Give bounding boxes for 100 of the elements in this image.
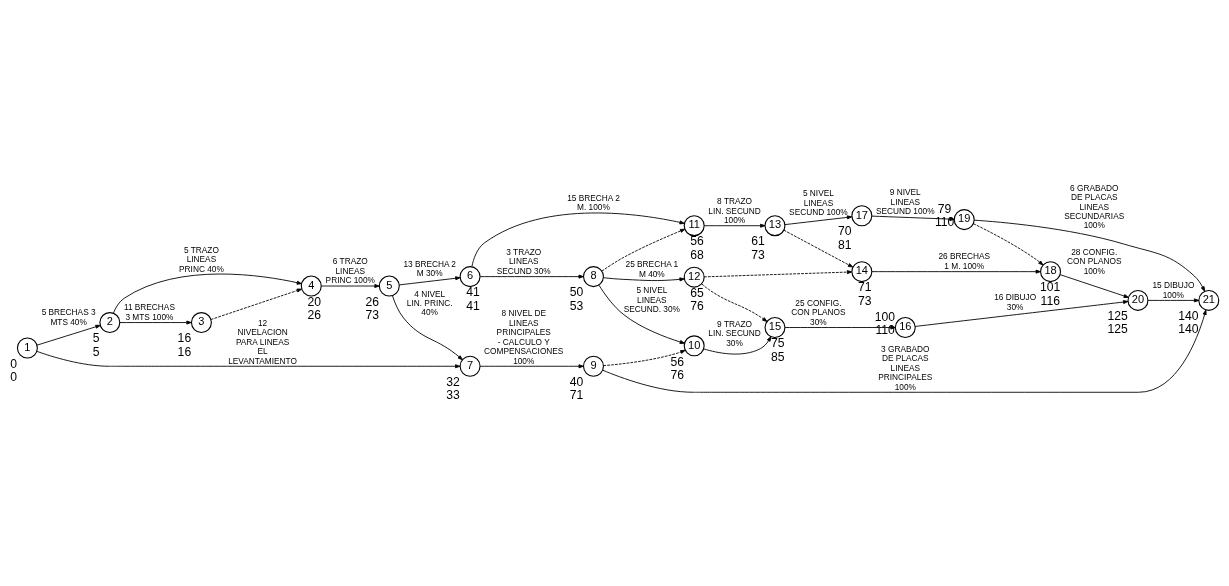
node-label: 85 [771,349,785,364]
node-label: 110 [934,214,955,229]
arrow [914,299,1129,327]
arrow [36,324,101,346]
node-label: 16 [177,330,192,345]
arrow [703,269,853,277]
arrow [119,320,192,325]
node-label: 32 [446,374,460,389]
node-circle: 2 [99,311,121,333]
edge-label: 3 TRAZO LINEAS SECUND 30% [496,246,551,276]
node-label: 0 [10,356,18,371]
node-label: 41 [466,284,480,299]
node-label: 81 [838,237,852,252]
node-circle: 9 [582,355,604,377]
arrow [973,222,1044,265]
edge-label: 15 DIBUJO 100% [1152,279,1195,300]
arrow [320,283,380,288]
node-label: 101 [1040,279,1061,294]
edge-label: 3 GRABADO DE PLACAS LINEAS PRINCIPALES 100% [878,343,933,392]
node-label: 140 [1178,308,1199,323]
node-label: 40 [569,374,584,389]
edge-label: 6 TRAZO LINEAS PRINC 100% [325,255,375,285]
arrow [784,214,853,225]
node-label: 56 [690,233,704,248]
node-circle: 6 [459,265,481,287]
node-circle: 21 [1198,289,1220,311]
arrow [391,294,463,360]
node-label: 61 [751,233,765,248]
arrow [784,325,896,330]
node-label: 76 [670,367,684,382]
node-label: 125 [1107,308,1128,323]
node-circle: 11 [683,214,705,236]
arrow [1059,273,1129,298]
node-label: 53 [569,298,584,313]
node-label: 76 [690,298,704,313]
edge-label: 5 BRECHAS 3 MTS 40% [41,306,96,327]
edge-label: 5 TRAZO LINEAS PRINC 40% [179,244,224,274]
node-circle: 16 [894,316,916,338]
node-label: 73 [751,247,765,262]
node-label: 33 [446,387,460,402]
arrow [603,276,685,281]
node-circle: 4 [300,275,322,297]
arrow [598,284,685,344]
edge-label: 26 BRECHAS 1 M. 100% [938,250,991,271]
edge-label: 13 BRECHA 2 M 30% [403,258,456,278]
arrow [398,275,461,285]
node-label: 70 [838,223,852,238]
edge-label: 8 NIVEL DE LINEAS PRINCIPALES - CALCULO Y COMPENSACIONES 100% [484,307,564,365]
node-circle: 13 [764,214,786,236]
arrow [871,269,1041,274]
node-label: 50 [569,284,584,299]
edge-label: 28 CONFIG. CON PLANOS 100% [1067,246,1122,276]
node-label: 5 [92,344,100,359]
node-label: 26 [307,307,321,322]
node-label: 0 [10,369,18,384]
arrow [703,223,766,228]
arrow [783,229,854,267]
node-circle: 19 [953,208,975,230]
arrow [479,274,584,279]
arrow [210,288,302,320]
node-label: 116 [1040,293,1060,308]
edge-label: 5 NIVEL LINEAS SECUND. 30% [623,284,680,314]
node-label: 16 [177,344,192,359]
arrow [701,282,768,322]
arrow [603,349,686,366]
arrow [602,309,1207,393]
node-circle: 1 [16,337,38,359]
arrow [479,363,584,368]
arrow [871,215,955,221]
node-label: 73 [365,307,380,322]
node-label: 73 [857,293,872,308]
node-label: 41 [466,298,480,313]
node-label: 26 [365,294,380,309]
node-circle: 20 [1127,289,1149,311]
node-label: 65 [690,285,704,300]
edge-label: 25 CONFIG. CON PLANOS 30% [791,297,846,327]
node-label: 71 [857,279,872,294]
edge-label: 15 BRECHA 2 M. 100% [567,192,620,212]
arrow [36,350,461,368]
node-circle: 17 [851,204,873,226]
node-label: 100 [874,309,896,324]
arrow [973,219,1206,292]
edge-label: 6 GRABADO DE PLACAS LINEAS SECUNDARIAS 100% [1064,182,1125,230]
arrow [601,228,686,271]
edge-label: 11 BRECHAS 3 MTS 100% [123,301,175,322]
edge-label: 5 NIVEL LINEAS SECUND 100% [789,187,848,217]
node-label: 5 [92,330,100,345]
edge-label: 12 NIVELACION PARA LINEAS EL LEVANTAMIENTO [228,317,297,365]
edge-label: 25 BRECHA 1 M 40% [625,258,679,279]
arrow [471,212,685,267]
arrow [703,335,772,355]
node-label: 140 [1178,321,1199,336]
node-label: 20 [307,294,321,309]
node-label: 75 [771,335,785,350]
node-circle: 8 [582,265,604,287]
node-label: 125 [1107,321,1128,336]
node-circle: 5 [378,275,400,297]
node-circle: 14 [851,260,873,282]
node-label: 71 [569,387,584,402]
node-label: 79 [937,201,952,216]
